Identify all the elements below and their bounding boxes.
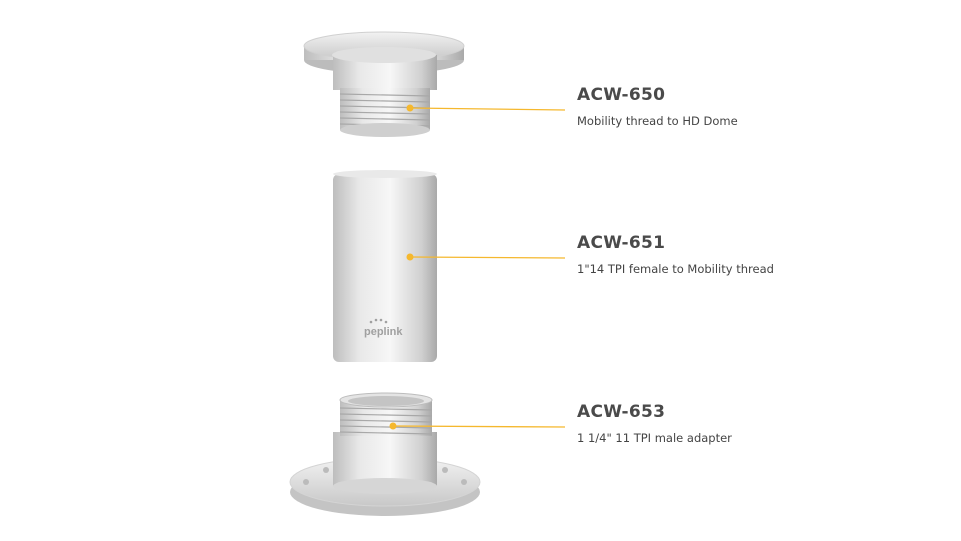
part-model: ACW-650: [577, 85, 666, 105]
callout-acw-650: [406, 104, 566, 112]
svg-text:peplink: peplink: [364, 326, 403, 338]
callout-acw-651: [406, 253, 566, 261]
peplink-logo: peplink: [364, 318, 403, 338]
part-description: Mobility thread to HD Dome: [577, 114, 738, 128]
label-acw-650: ACW-650 Mobility thread to HD Dome: [577, 85, 738, 128]
part-description: 1 1/4" 11 TPI male adapter: [577, 431, 732, 445]
acw-650-part: [303, 31, 465, 137]
acw-651-part: peplink: [333, 170, 437, 362]
part-model: ACW-653: [577, 402, 666, 422]
label-acw-651: ACW-651 1"14 TPI female to Mobility thre…: [577, 233, 774, 276]
part-description: 1"14 TPI female to Mobility thread: [577, 262, 774, 276]
acw-653-part: [289, 392, 481, 516]
callout-acw-653: [389, 422, 566, 430]
label-acw-653: ACW-653 1 1/4" 11 TPI male adapter: [577, 402, 732, 445]
part-model: ACW-651: [577, 233, 666, 253]
